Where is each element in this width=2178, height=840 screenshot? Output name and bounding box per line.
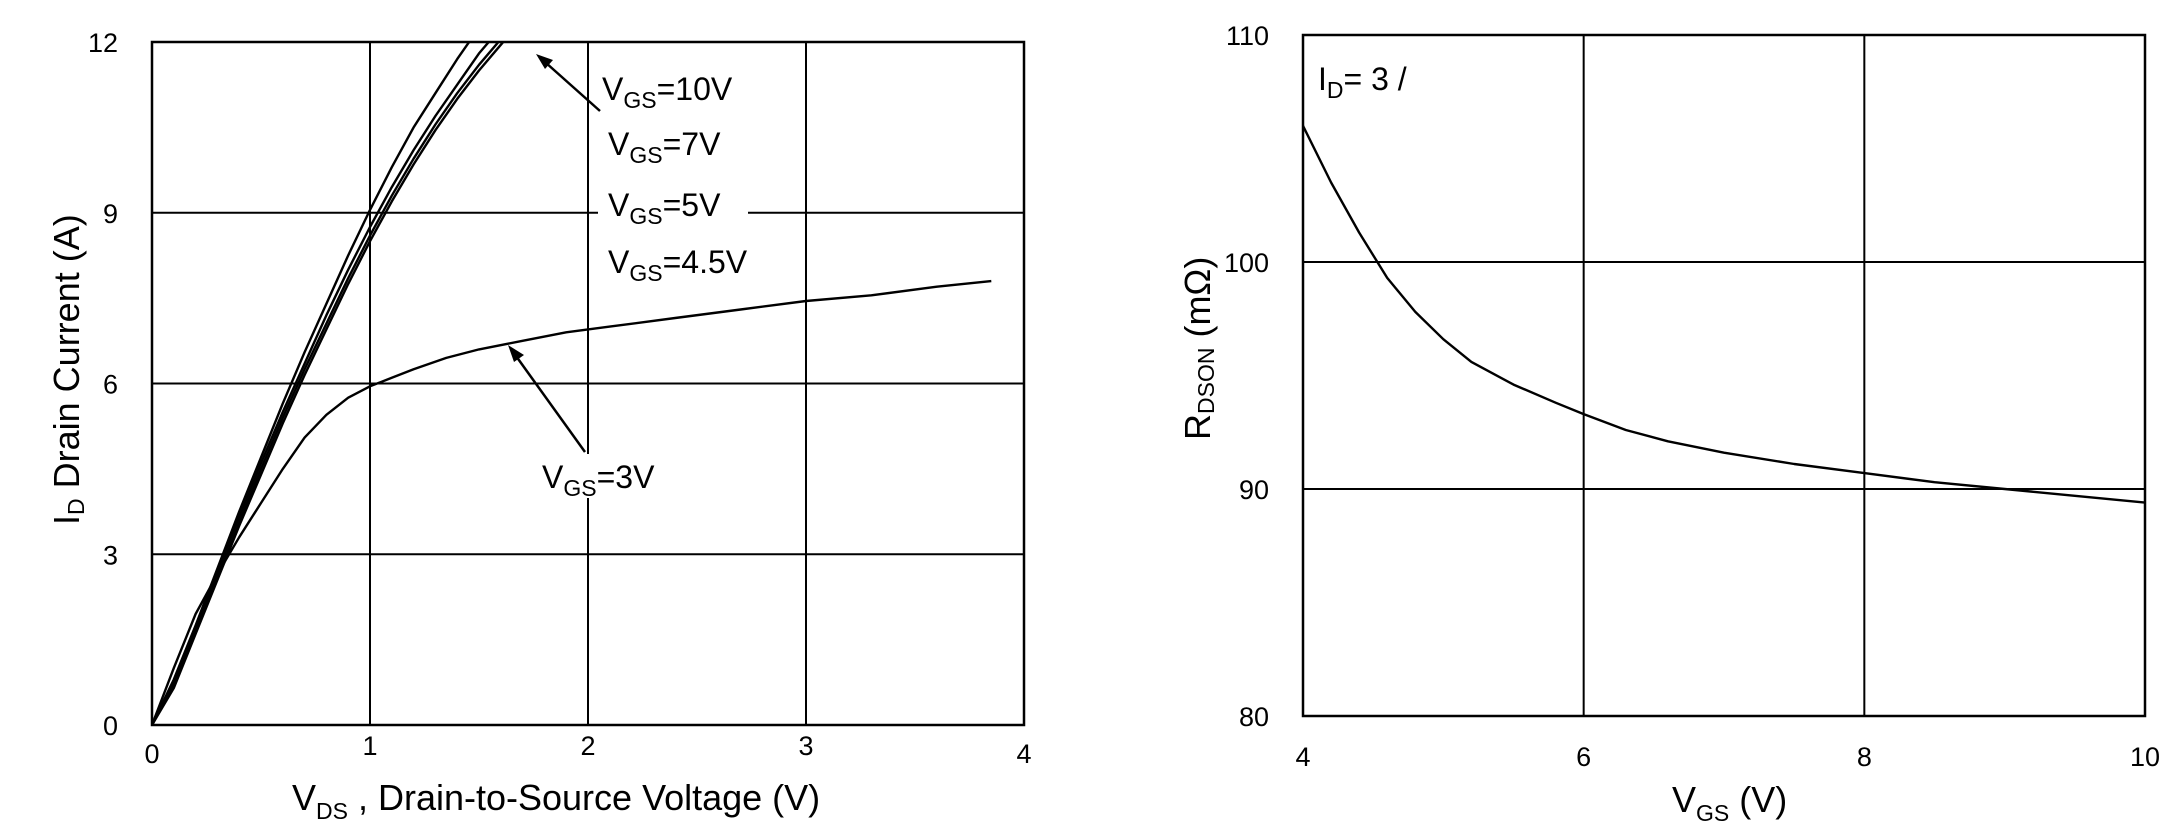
- annotation-vgs-3v: VGS=3V: [542, 459, 655, 501]
- chart0-series-0: [152, 42, 471, 725]
- chart0-x-tick-3: 3: [798, 731, 813, 761]
- chart1-x-axis-title: VGS (V): [1672, 779, 1787, 826]
- chart0-y-tick-4: 12: [88, 28, 118, 58]
- chart1-x-tick-2: 8: [1857, 742, 1872, 772]
- annotation-vgs-5v: VGS=5V: [608, 187, 721, 229]
- chart0-x-tick-1: 1: [362, 731, 377, 761]
- chart0-x-tick-2: 2: [580, 731, 595, 761]
- chart1-series-group: [1303, 125, 2145, 504]
- chart0-x-tick-4: 4: [1016, 739, 1031, 769]
- arrow-vgs-10v-head: [536, 54, 553, 69]
- chart0-y-axis-title: ID Drain Current (A): [46, 214, 89, 525]
- annotation-vgs-7v: VGS=7V: [608, 126, 721, 168]
- chart0-series-4: [152, 279, 992, 725]
- arrow-vgs-3v-head: [508, 345, 524, 362]
- chart0-y-tick-0: 0: [103, 711, 118, 741]
- chart0-y-tick-3: 9: [103, 199, 118, 229]
- arrow-vgs-10v-line: [544, 61, 601, 112]
- chart0-y-tick-1: 3: [103, 540, 118, 570]
- chart0-y-tick-labels: 0 3 6 9 12: [88, 28, 118, 741]
- chart1-x-tick-1: 6: [1576, 742, 1591, 772]
- chart0-x-axis-title: VDS , Drain-to-Source Voltage (V): [292, 777, 820, 824]
- chart0-series-group: [152, 42, 992, 725]
- arrow-vgs-3v-line: [514, 355, 587, 453]
- annotation-id: ID= 3 /: [1318, 61, 1407, 103]
- chart1-y-tick-3: 110: [1226, 21, 1269, 51]
- chart0-series-1: [152, 42, 491, 725]
- annotation-vgs-4-5v: VGS=4.5V: [608, 244, 748, 286]
- chart0-y-tick-2: 6: [103, 370, 118, 400]
- chart1-y-tick-2: 100: [1224, 248, 1269, 278]
- chart1-series-0: [1303, 125, 2145, 504]
- chart0-grid: [151, 41, 1025, 726]
- chart0-plot-frame: [150, 40, 1026, 727]
- chart1-x-tick-0: 4: [1295, 742, 1310, 772]
- chart1-grid: [1302, 34, 2146, 717]
- chart0-series-3: [152, 42, 505, 725]
- chart1-x-tick-3: 10: [2130, 742, 2160, 772]
- chart0-x-tick-0: 0: [144, 739, 159, 769]
- chart0-series-2: [152, 42, 500, 725]
- chart1-y-tick-labels: 80 90 100 110: [1224, 21, 1269, 732]
- chart1-y-tick-1: 90: [1239, 475, 1269, 505]
- chart1-y-tick-0: 80: [1239, 702, 1269, 732]
- chart1-y-axis-title: RDSON (mΩ): [1177, 257, 1219, 440]
- chart1-plot-frame: [1301, 33, 2147, 718]
- chart1-x-tick-labels: 4 6 8 10: [1295, 742, 2160, 772]
- chart0-x-tick-labels: 0 1 2 3 4: [144, 731, 1031, 769]
- annotation-vgs-10v: VGS=10V: [602, 71, 733, 113]
- rdson-chart: 80 90 100 110 4 6 8 10 ID= 3 / VGS (V) RDSON (…: [1177, 21, 2160, 826]
